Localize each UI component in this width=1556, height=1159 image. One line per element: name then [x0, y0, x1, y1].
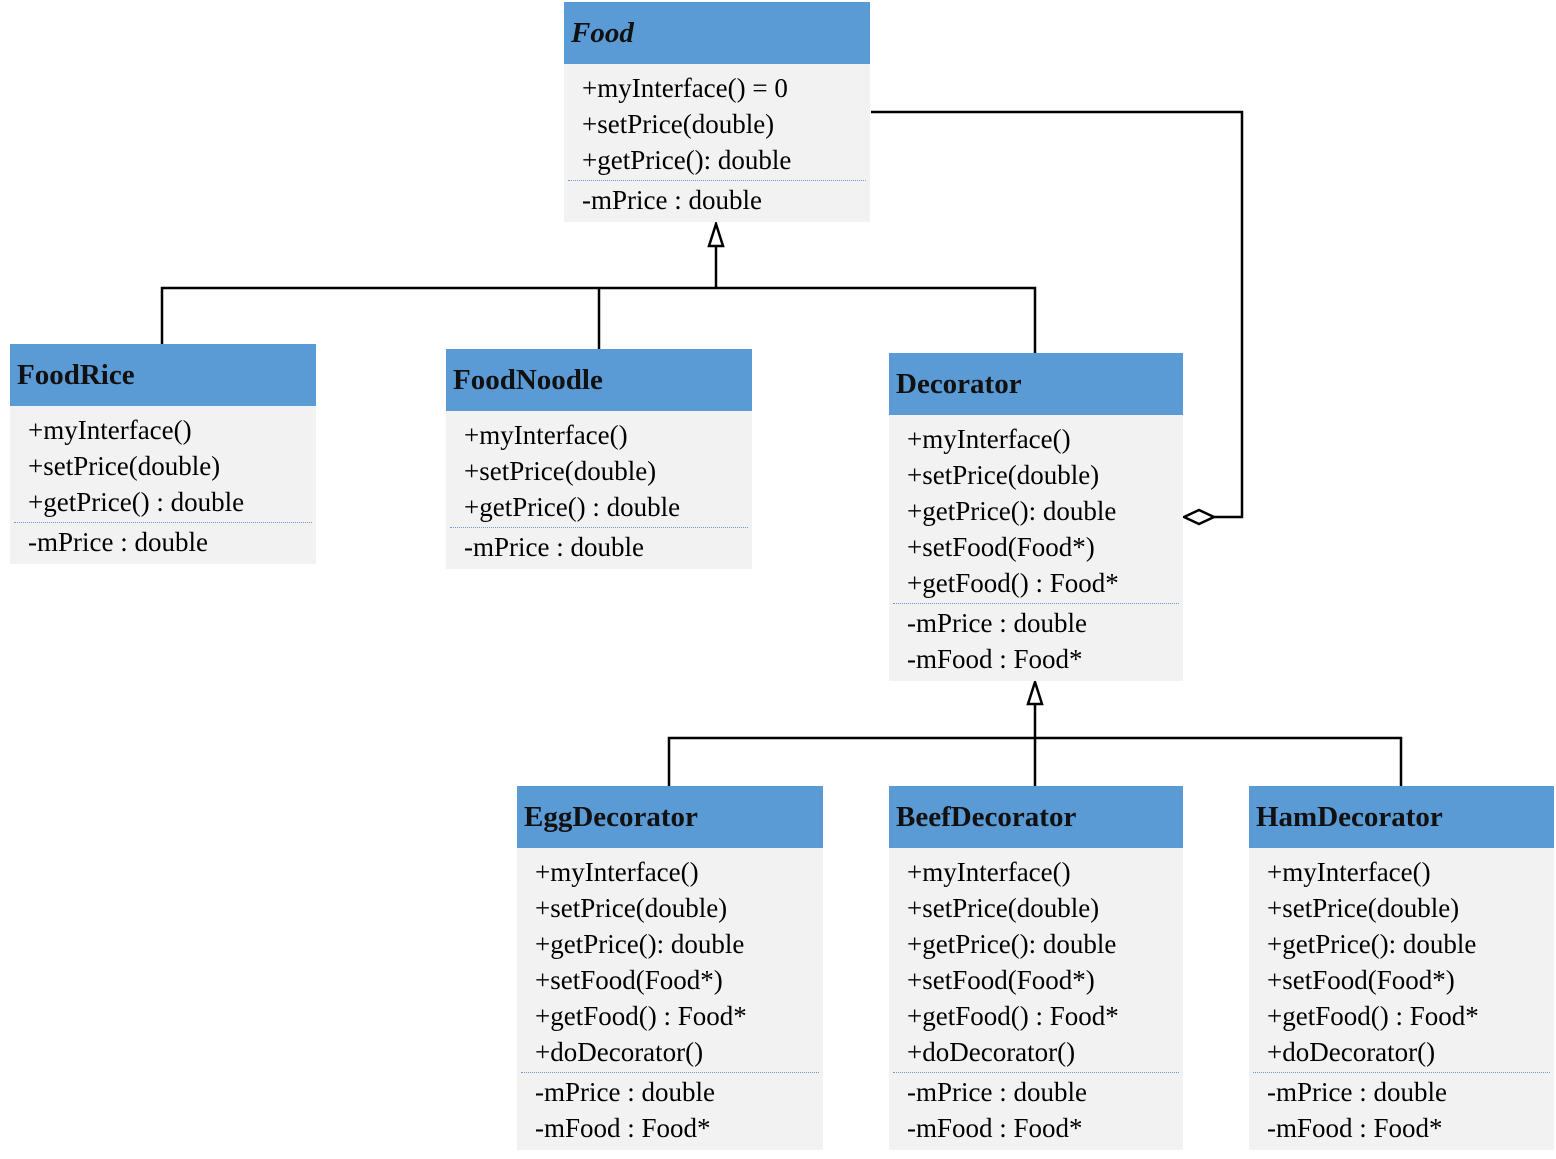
attribute: -mPrice : double — [1267, 1077, 1447, 1107]
class-eggdecorator-name: EggDecorator — [517, 786, 823, 848]
attribute: -mFood : Food* — [907, 644, 1083, 674]
class-eggdecorator-attributes: -mPrice : double -mFood : Food* — [517, 1073, 823, 1150]
compartment-divider — [893, 1072, 1179, 1073]
operation: +myInterface() — [535, 857, 699, 887]
compartment-divider — [568, 180, 866, 181]
class-decorator-name: Decorator — [889, 353, 1183, 415]
generalization-eggdecorator-to-decorator — [667, 736, 1035, 786]
operation: +getPrice(): double — [535, 929, 745, 959]
attribute: -mPrice : double — [535, 1077, 715, 1107]
class-beefdecorator-name: BeefDecorator — [889, 786, 1183, 848]
operation: +myInterface() — [1267, 857, 1431, 887]
operation: +setPrice(double) — [907, 893, 1100, 923]
operation: +myInterface() — [464, 420, 628, 450]
operation: +getFood() : Food* — [1267, 1001, 1479, 1031]
aggregation-diamond — [1181, 508, 1217, 526]
operation: +myInterface() — [907, 424, 1071, 454]
operation: +setFood(Food*) — [1267, 965, 1455, 995]
operation: +getPrice(): double — [582, 145, 792, 175]
class-foodnoodle-name: FoodNoodle — [446, 349, 752, 411]
operation: +doDecorator() — [907, 1037, 1076, 1067]
compartment-divider — [893, 603, 1179, 604]
class-beefdecorator-attributes: -mPrice : double -mFood : Food* — [889, 1073, 1183, 1150]
operation: +setFood(Food*) — [535, 965, 723, 995]
operation: +setPrice(double) — [1267, 893, 1460, 923]
attribute: -mPrice : double — [28, 527, 208, 557]
class-decorator-attributes: -mPrice : double -mFood : Food* — [889, 604, 1183, 681]
operation: +getFood() : Food* — [535, 1001, 747, 1031]
attribute: -mPrice : double — [907, 1077, 1087, 1107]
class-hamdecorator[interactable]: HamDecorator +myInterface() +setPrice(do… — [1249, 786, 1554, 1150]
attribute: -mPrice : double — [464, 532, 644, 562]
class-foodnoodle[interactable]: FoodNoodle +myInterface() +setPrice(doub… — [446, 349, 752, 569]
class-beefdecorator-operations: +myInterface() +setPrice(double) +getPri… — [889, 848, 1183, 1072]
class-food-operations: +myInterface() = 0 +setPrice(double) +ge… — [564, 64, 870, 180]
operation: +myInterface() — [907, 857, 1071, 887]
operation: +setFood(Food*) — [907, 965, 1095, 995]
class-hamdecorator-attributes: -mPrice : double -mFood : Food* — [1249, 1073, 1554, 1150]
class-food-name: Food — [564, 2, 870, 64]
generalization-arrowhead-food — [707, 219, 725, 248]
class-foodrice-name: FoodRice — [10, 344, 316, 406]
class-food-attributes: -mPrice : double — [564, 181, 870, 222]
operation: +myInterface() = 0 — [582, 73, 788, 103]
attribute: -mPrice : double — [907, 608, 1087, 638]
attribute: -mFood : Food* — [907, 1113, 1083, 1143]
operation: +getPrice(): double — [907, 496, 1117, 526]
operation: +getPrice(): double — [907, 929, 1117, 959]
generalization-hamdecorator-to-decorator — [1035, 736, 1403, 786]
compartment-divider — [1253, 1072, 1550, 1073]
class-foodrice[interactable]: FoodRice +myInterface() +setPrice(double… — [10, 344, 316, 564]
class-hamdecorator-operations: +myInterface() +setPrice(double) +getPri… — [1249, 848, 1554, 1072]
operation: +doDecorator() — [1267, 1037, 1436, 1067]
aggregation-decorator-food — [871, 110, 1244, 519]
attribute: -mFood : Food* — [1267, 1113, 1443, 1143]
class-hamdecorator-name: HamDecorator — [1249, 786, 1554, 848]
operation: +setPrice(double) — [907, 460, 1100, 490]
operation: +getFood() : Food* — [907, 1001, 1119, 1031]
class-decorator[interactable]: Decorator +myInterface() +setPrice(doubl… — [889, 353, 1183, 681]
generalization-foodrice-to-food — [160, 286, 716, 345]
operation: +getPrice() : double — [28, 487, 245, 517]
class-eggdecorator-operations: +myInterface() +setPrice(double) +getPri… — [517, 848, 823, 1072]
compartment-divider — [14, 522, 312, 523]
generalization-arrowhead-decorator — [1026, 677, 1044, 706]
attribute: -mPrice : double — [582, 185, 762, 215]
operation: +setPrice(double) — [582, 109, 775, 139]
operation: +getPrice(): double — [1267, 929, 1477, 959]
class-foodrice-attributes: -mPrice : double — [10, 523, 316, 564]
class-beefdecorator[interactable]: BeefDecorator +myInterface() +setPrice(d… — [889, 786, 1183, 1150]
class-food[interactable]: Food +myInterface() = 0 +setPrice(double… — [564, 2, 870, 222]
class-eggdecorator[interactable]: EggDecorator +myInterface() +setPrice(do… — [517, 786, 823, 1150]
operation: +doDecorator() — [535, 1037, 704, 1067]
generalization-decorator-to-food — [716, 286, 1037, 353]
class-foodnoodle-attributes: -mPrice : double — [446, 528, 752, 569]
operation: +setPrice(double) — [464, 456, 657, 486]
operation: +setPrice(double) — [535, 893, 728, 923]
operation: +setFood(Food*) — [907, 532, 1095, 562]
compartment-divider — [521, 1072, 819, 1073]
class-decorator-operations: +myInterface() +setPrice(double) +getPri… — [889, 415, 1183, 603]
operation: +getFood() : Food* — [907, 568, 1119, 598]
operation: +setPrice(double) — [28, 451, 221, 481]
compartment-divider — [450, 527, 748, 528]
operation: +getPrice() : double — [464, 492, 681, 522]
class-foodnoodle-operations: +myInterface() +setPrice(double) +getPri… — [446, 411, 752, 527]
attribute: -mFood : Food* — [535, 1113, 711, 1143]
class-foodrice-operations: +myInterface() +setPrice(double) +getPri… — [10, 406, 316, 522]
operation: +myInterface() — [28, 415, 192, 445]
